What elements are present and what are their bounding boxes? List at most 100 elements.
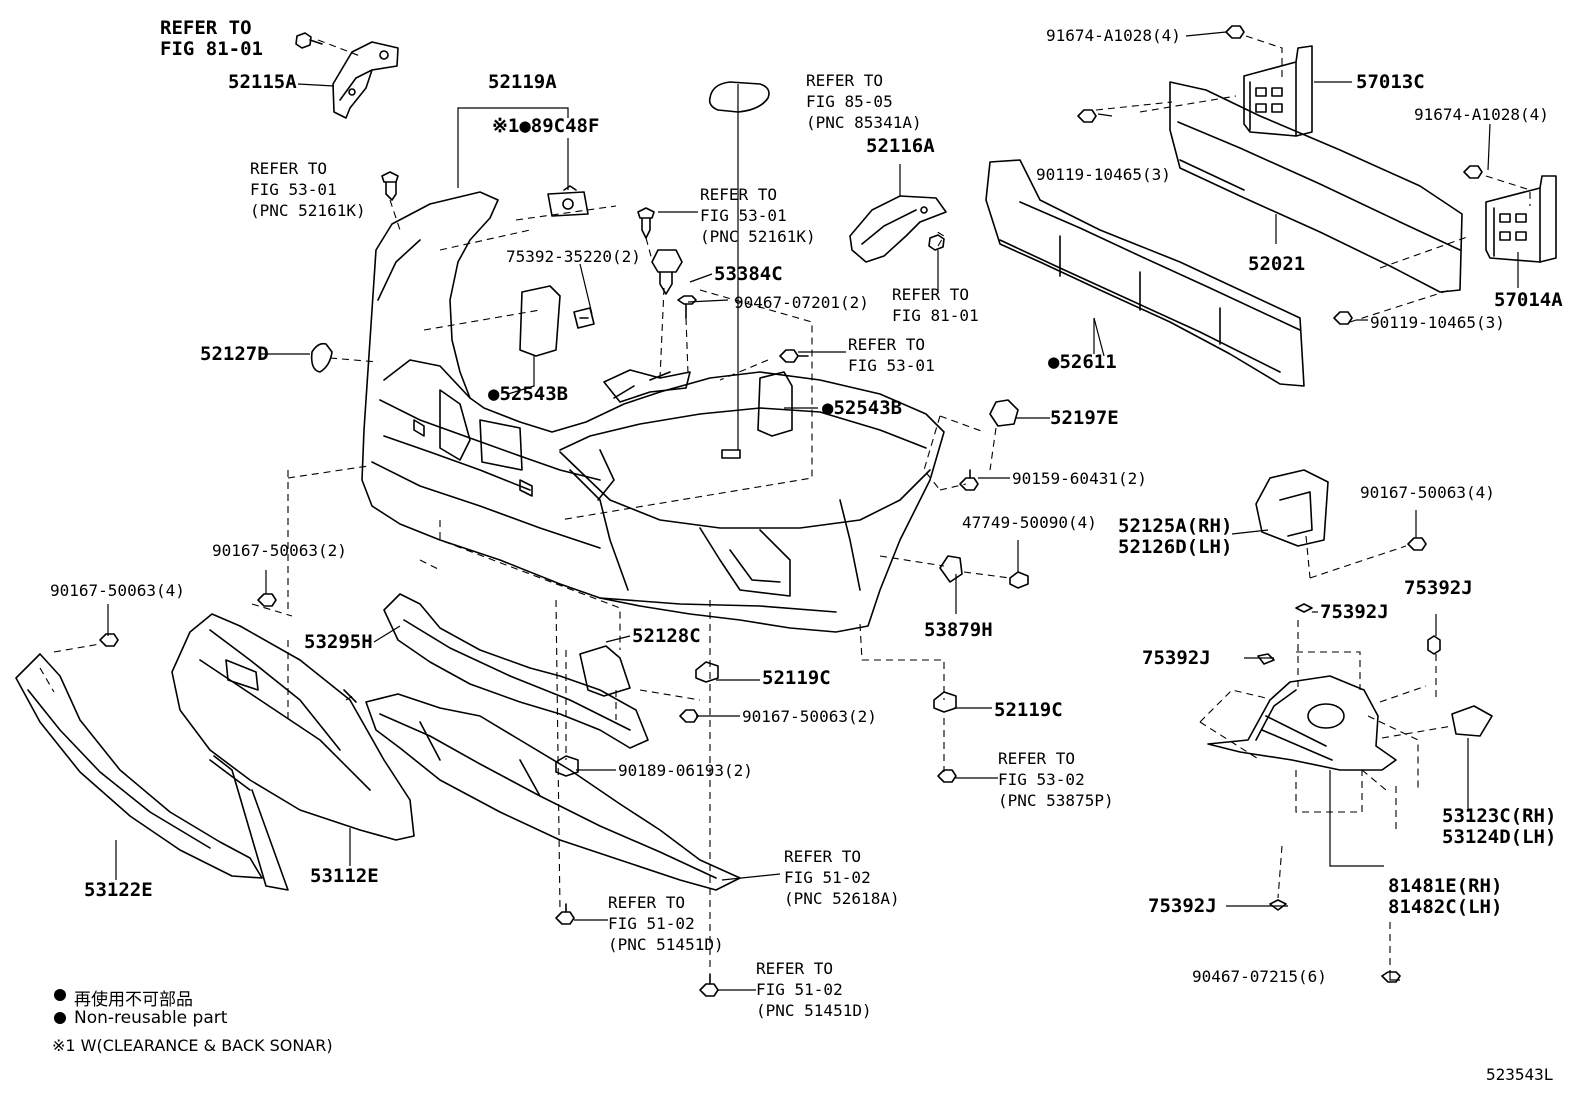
label-91674-a1028-a: 91674-A1028(4): [1046, 26, 1181, 45]
bolt-90167-50063-r: [1407, 537, 1427, 551]
bracket-57014a: [1485, 175, 1557, 263]
bolt-90159-60431: [959, 469, 979, 491]
label-53384c: 53384C: [714, 263, 783, 285]
bolt-53-01: [779, 349, 809, 363]
label-90167-50063-2a: 90167-50063(2): [212, 541, 347, 560]
dots: [54, 989, 66, 1024]
label-75392j-a: 75392J: [1404, 577, 1473, 599]
ref-fig-53-01-a: REFER TO FIG 53-01 (PNC 52161K): [250, 159, 366, 220]
label-52119a: 52119A: [488, 71, 557, 93]
legend-note-1: ※1 W(CLEARANCE & BACK SONAR): [52, 1036, 333, 1055]
clip-90189-06193: [555, 755, 579, 777]
label-52127d: 52127D: [200, 343, 269, 365]
label-52116a: 52116A: [866, 135, 935, 157]
retainer-53879h: [939, 555, 963, 583]
bolts-90167-left: [99, 593, 277, 647]
bolt-53875p: [937, 769, 957, 783]
label-90467-07201: 90467-07201(2): [734, 293, 869, 312]
clip-52115a: [295, 32, 323, 49]
ref-fig-81-01-a: REFER TO FIG 81-01: [160, 17, 263, 60]
clip-52161k-a: [381, 171, 399, 201]
label-89c48f: ※1●89C48F: [492, 115, 600, 137]
ref-fig-53-02: REFER TO FIG 53-02 (PNC 53875P): [998, 749, 1114, 810]
label-52611: ●52611: [1048, 351, 1117, 373]
sensor-89c48f: [547, 185, 589, 217]
cap-52127d: [310, 342, 333, 373]
cover-52543b-right: [757, 371, 793, 437]
label-91674-a1028-b: 91674-A1028(4): [1414, 105, 1549, 124]
fog-cover-81481e: [1207, 675, 1397, 771]
label-75392j-c: 75392J: [1142, 647, 1211, 669]
retainer-52119c-a: [695, 661, 719, 683]
label-90467-07215: 90467-07215(6): [1192, 967, 1327, 986]
label-90119-10465-b: 90119-10465(3): [1370, 313, 1505, 332]
bolt-90167-50063-2b: [679, 709, 699, 723]
bumper-cover-52119a: [361, 191, 945, 633]
label-52125a: 52125A(RH) 52126D(LH): [1118, 515, 1233, 558]
label-75392j-b: 75392J: [1320, 601, 1389, 623]
label-75392j-d: 75392J: [1148, 895, 1217, 917]
label-53122e: 53122E: [84, 879, 153, 901]
legend-non-reusable-en: Non-reusable part: [74, 1008, 228, 1028]
figure-id: 523543L: [1486, 1065, 1554, 1084]
bracket-53123c: [1451, 705, 1493, 737]
label-53879h: 53879H: [924, 619, 993, 641]
label-52543b-right: ●52543B: [822, 397, 903, 419]
label-90167-50063-2b: 90167-50063(2): [742, 707, 877, 726]
bolt-51451d-a: [555, 903, 575, 925]
screw-90467-07201: [677, 295, 697, 319]
ref-fig-53-01-b: REFER TO FIG 53-01 (PNC 52161K): [700, 185, 816, 246]
label-52128c: 52128C: [632, 625, 701, 647]
ref-fig-51-02-b: REFER TO FIG 51-02 (PNC 51451D): [608, 893, 724, 954]
bracket-57013c: [1243, 45, 1313, 137]
label-53123c: 53123C(RH) 53124D(LH): [1442, 805, 1557, 848]
retainer-53295h: [383, 593, 649, 749]
label-52197e: 52197E: [1050, 407, 1119, 429]
screw-90467-07215: [1381, 971, 1401, 983]
label-52021: 52021: [1248, 253, 1306, 275]
clips-75392j: [1257, 603, 1441, 911]
label-52119c-a: 52119C: [762, 667, 831, 689]
label-90119-10465-a: 90119-10465(3): [1036, 165, 1171, 184]
grille-53112e: [171, 613, 415, 891]
washer-cap: [708, 81, 770, 113]
label-52119c-b: 52119C: [994, 699, 1063, 721]
retainer-53384c: [651, 249, 683, 295]
label-90167-50063-4: 90167-50063(4): [50, 581, 185, 600]
ref-fig-81-01-b: REFER TO FIG 81-01: [892, 285, 979, 325]
clip-47749: [1009, 571, 1029, 589]
bracket-52116a: [849, 195, 947, 263]
label-57014a: 57014A: [1494, 289, 1563, 311]
label-52115a: 52115A: [228, 71, 297, 93]
ref-fig-85-05: REFER TO FIG 85-05 (PNC 85341A): [806, 71, 922, 132]
garnish-53122e: [15, 653, 263, 879]
label-75392-35220: 75392-35220(2): [506, 247, 641, 266]
undercover-52618a: [365, 693, 741, 891]
cap-52128c: [579, 645, 631, 697]
ref-fig-51-02-a: REFER TO FIG 51-02 (PNC 52618A): [784, 847, 900, 908]
leader-lines: [107, 31, 1519, 991]
bolt-51451d-b: [699, 973, 719, 997]
dashed-lines: [39, 35, 1531, 970]
absorber-52611: [985, 159, 1305, 387]
bracket-52115a: [332, 41, 399, 119]
legend-non-reusable-jp: 再使用不可部品: [74, 990, 193, 1010]
label-81481e: 81481E(RH) 81482C(LH): [1388, 875, 1503, 918]
cover-52543b-left: [519, 285, 561, 357]
reinforcement-52021: [1169, 81, 1463, 293]
label-90189-06193: 90189-06193(2): [618, 761, 753, 780]
label-52543b-left: ●52543B: [488, 383, 569, 405]
label-57013c: 57013C: [1356, 71, 1425, 93]
bolts-91674-90119: [1077, 25, 1483, 325]
ref-fig-53-01-c: REFER TO FIG 53-01: [848, 335, 935, 375]
label-90159-60431: 90159-60431(2): [1012, 469, 1147, 488]
label-47749-50090: 47749-50090(4): [962, 513, 1097, 532]
bracket-52125a: [1255, 469, 1329, 547]
ref-fig-51-02-c: REFER TO FIG 51-02 (PNC 51451D): [756, 959, 872, 1020]
bracket-52197e: [989, 399, 1019, 427]
label-90167-50063-r: 90167-50063(4): [1360, 483, 1495, 502]
retainer-52119c-b: [933, 691, 957, 713]
clip-75392-35220: [573, 307, 595, 329]
label-53112e: 53112E: [310, 865, 379, 887]
